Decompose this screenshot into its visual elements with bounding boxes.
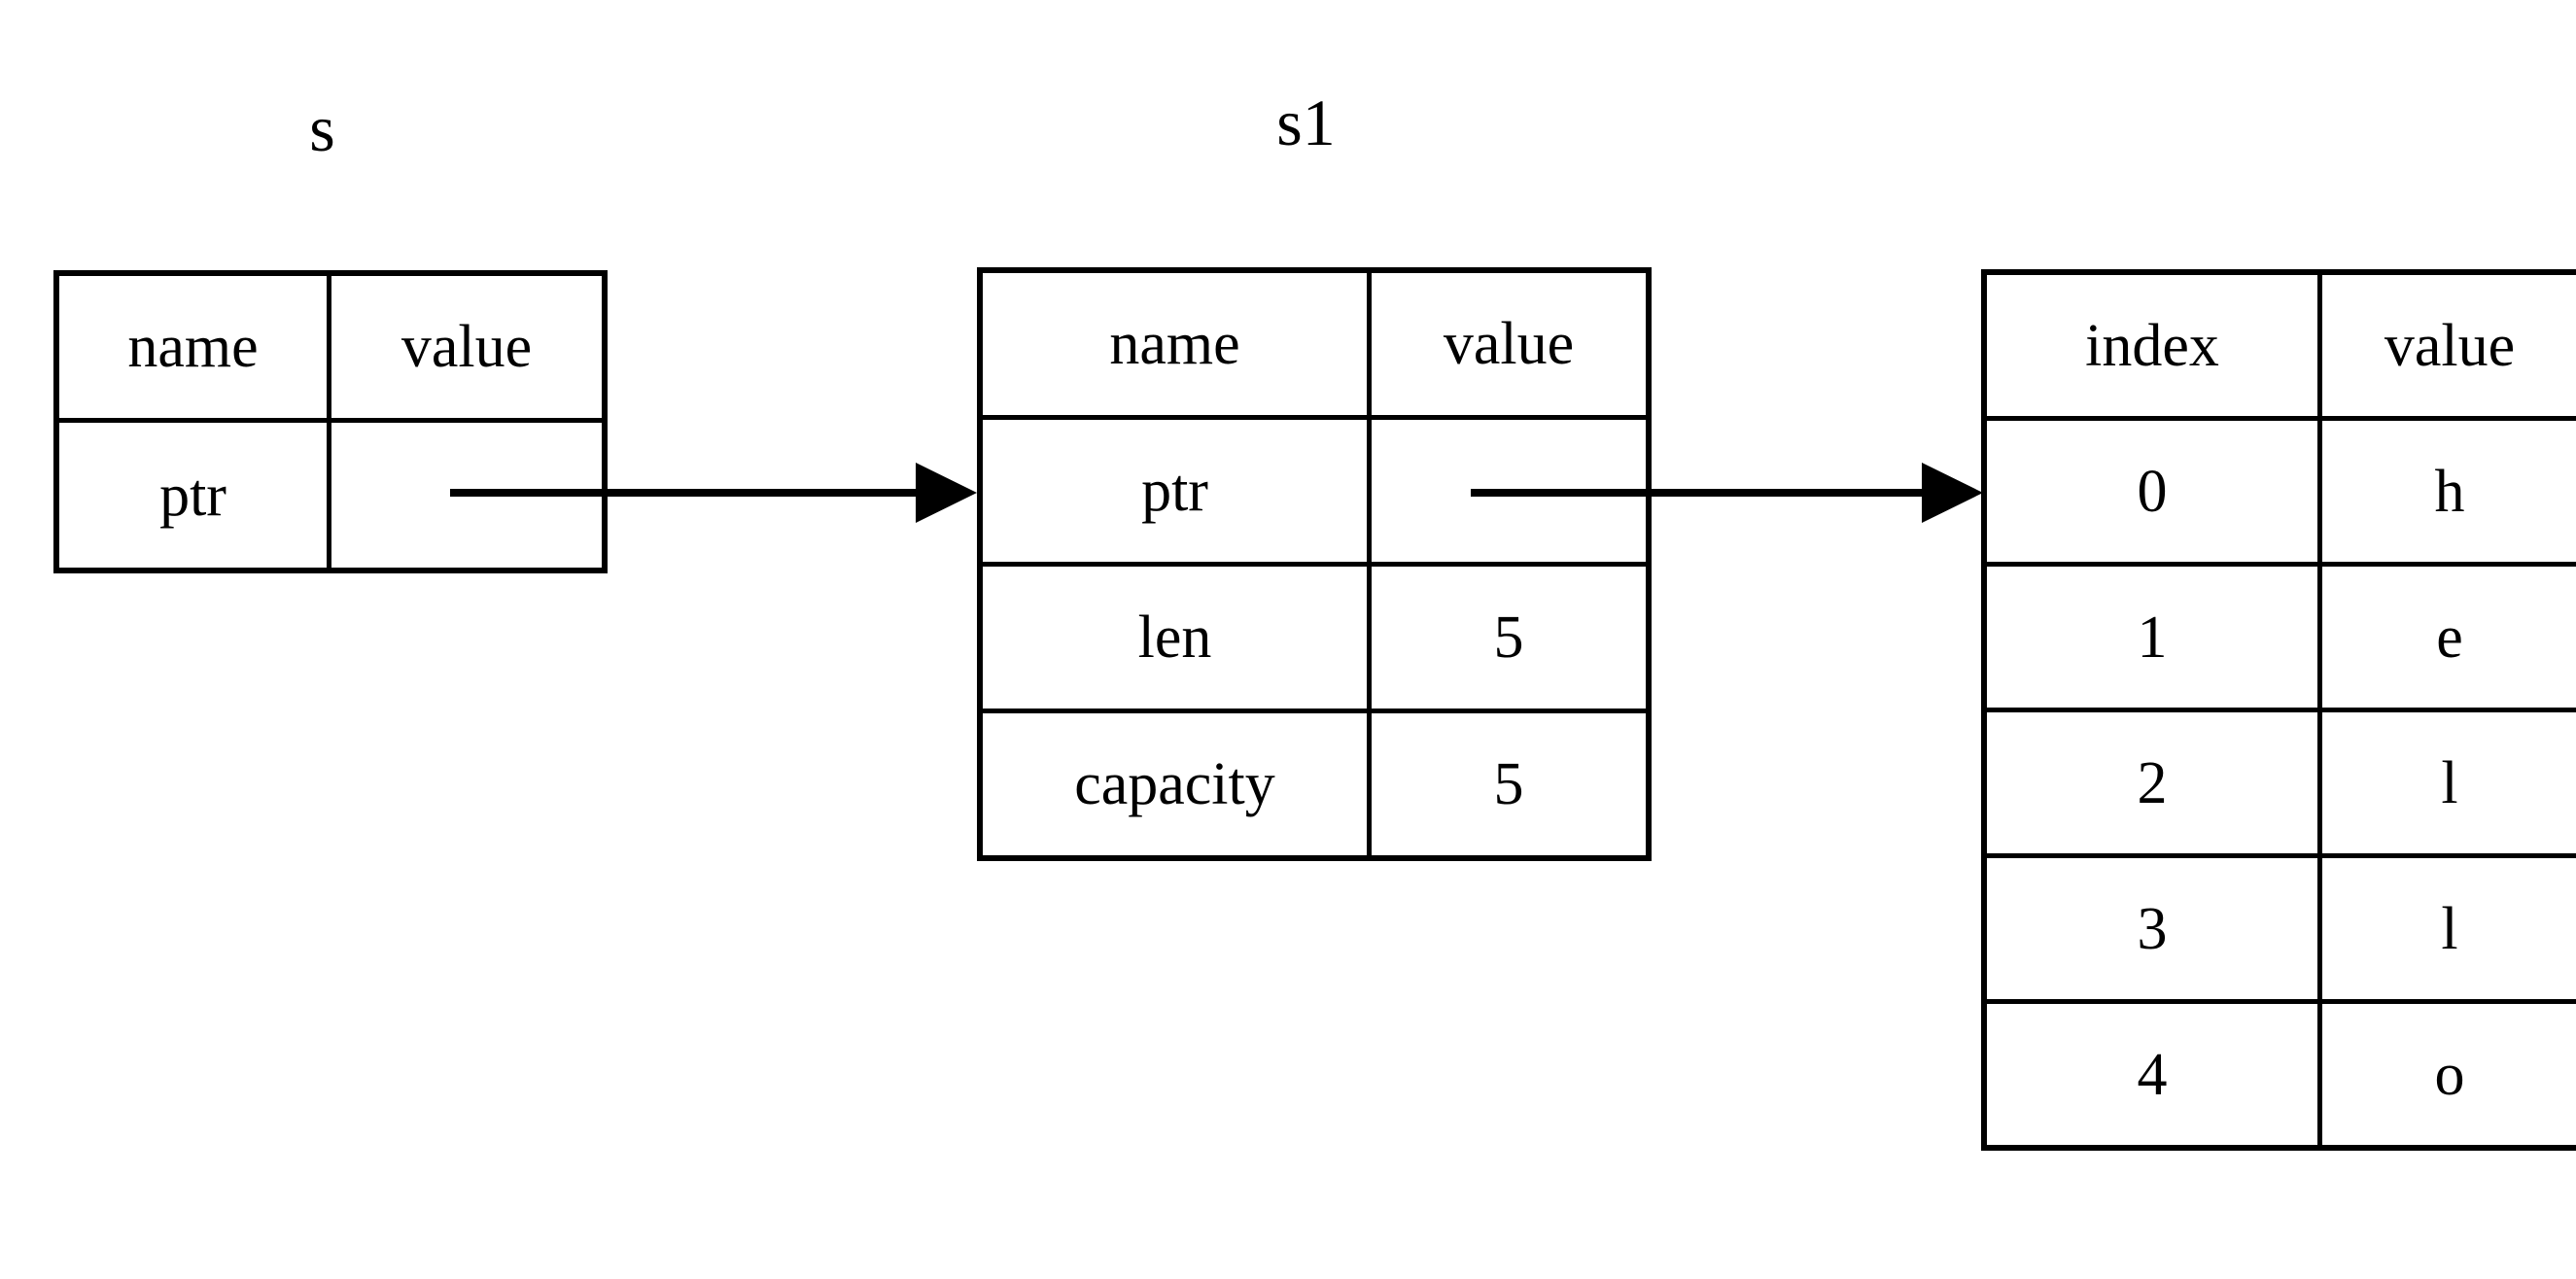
cell-heap-3-value: l	[2317, 853, 2576, 1004]
cell-heap-4-value: o	[2317, 999, 2576, 1151]
cell-heap-0-index: 0	[1981, 416, 2322, 567]
pointer-arrow-s1-to-heap	[1471, 463, 1983, 523]
table-row: name value	[53, 270, 608, 423]
cell-s1-capacity-name: capacity	[977, 709, 1372, 861]
table-row: 3 l	[1981, 853, 2576, 1004]
cell-heap-1-value: e	[2317, 562, 2576, 712]
struct-table-s1: name value ptr len 5 capacity 5	[977, 267, 1652, 861]
header-cell-value: value	[2317, 269, 2576, 421]
cell-s1-capacity-value: 5	[1367, 709, 1652, 861]
header-cell-name: name	[53, 270, 331, 423]
cell-heap-1-index: 1	[1981, 562, 2322, 712]
table-row: 0 h	[1981, 416, 2576, 567]
table-row: 1 e	[1981, 562, 2576, 712]
cell-s1-len-name: len	[977, 562, 1372, 713]
table-title-s: s	[309, 91, 335, 165]
cell-heap-4-index: 4	[1981, 999, 2322, 1151]
cell-heap-0-value: h	[2317, 416, 2576, 567]
table-row: name value	[977, 267, 1652, 420]
arrow-shaft	[1471, 489, 1925, 497]
table-row: 4 o	[1981, 999, 2576, 1151]
cell-heap-3-index: 3	[1981, 853, 2322, 1004]
header-cell-value: value	[327, 270, 608, 423]
struct-table-s: name value ptr	[53, 270, 608, 573]
table-row: index value	[1981, 269, 2576, 421]
header-cell-name: name	[977, 267, 1372, 420]
cell-heap-2-value: l	[2317, 708, 2576, 858]
cell-s1-ptr-name: ptr	[977, 415, 1372, 567]
table-title-s1: s1	[1276, 86, 1336, 159]
table-row: capacity 5	[977, 709, 1652, 861]
arrow-shaft	[450, 489, 919, 497]
cell-heap-2-index: 2	[1981, 708, 2322, 858]
table-row: 2 l	[1981, 708, 2576, 858]
header-cell-value: value	[1367, 267, 1652, 420]
cell-s-ptr-name: ptr	[53, 418, 331, 573]
struct-table-heap: index value 0 h 1 e 2 l 3 l 4 o	[1981, 269, 2576, 1151]
arrowhead-icon	[916, 463, 977, 523]
header-cell-index: index	[1981, 269, 2322, 421]
arrowhead-icon	[1922, 463, 1983, 523]
table-row: len 5	[977, 562, 1652, 713]
pointer-arrow-s-to-s1	[450, 463, 977, 523]
cell-s1-len-value: 5	[1367, 562, 1652, 713]
